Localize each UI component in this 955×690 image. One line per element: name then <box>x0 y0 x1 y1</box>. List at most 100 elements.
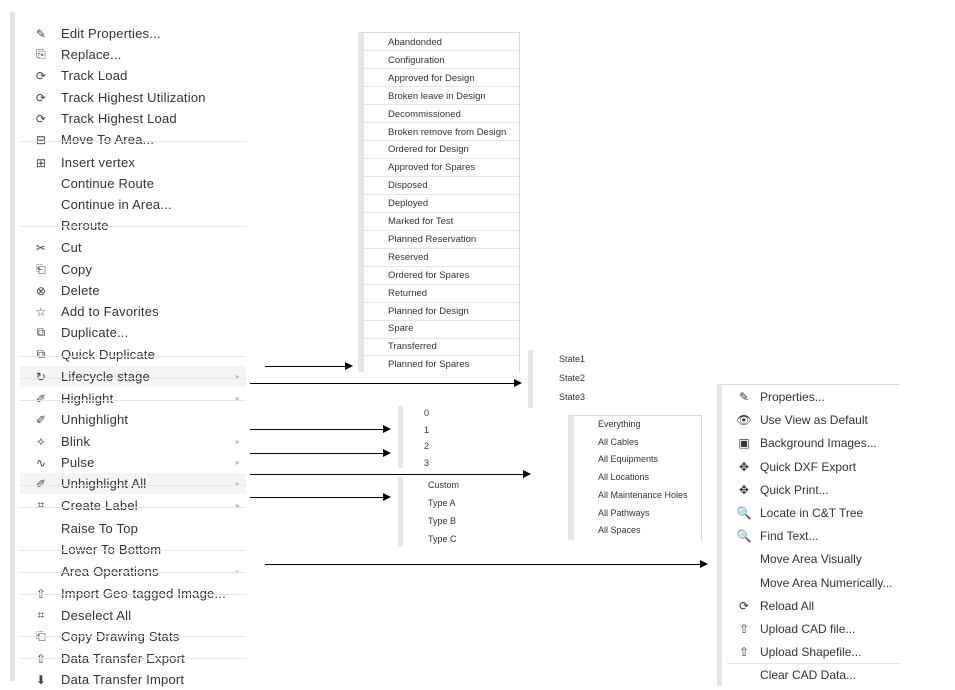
menu-item-delete[interactable]: ⊗Delete <box>20 280 246 301</box>
lifecycle-item-transferred[interactable]: Transferred <box>388 341 437 353</box>
menu-item-continue-in-area[interactable]: Continue in Area... <box>20 194 246 215</box>
menu-separator <box>364 266 519 267</box>
area-item-upload-cad-file[interactable]: ⇧Upload CAD file... <box>727 618 900 640</box>
lifecycle-item-configuration[interactable]: Configuration <box>388 54 445 66</box>
blink-option-2[interactable]: 2 <box>424 441 430 451</box>
blink-option-0[interactable]: 0 <box>424 408 430 418</box>
menu-item-cut[interactable]: ✂Cut <box>20 237 246 258</box>
menu-item-track-highest-load[interactable]: ⟳Track Highest Load <box>20 108 246 129</box>
menu-item-create-label[interactable]: ⌗Create Label▸ <box>20 495 246 516</box>
search-icon: 🔍 <box>736 506 752 520</box>
label-type-custom[interactable]: Custom <box>428 480 460 490</box>
lifecycle-item-planned-for-spares[interactable]: Planned for Spares <box>388 359 470 371</box>
menu-item-insert-vertex[interactable]: ⊞Insert vertex <box>20 152 246 173</box>
plus-box-icon: ⊞ <box>35 155 47 170</box>
area-item-quick-dxf-export[interactable]: ✥Quick DXF Export <box>727 456 900 478</box>
lifecycle-item-decommissioned[interactable]: Decommissioned <box>388 108 461 120</box>
lifecycle-item-ordered-for-spares[interactable]: Ordered for Spares <box>388 269 470 281</box>
area-item-find-text[interactable]: 🔍Find Text... <box>727 525 900 547</box>
menu-item-copy[interactable]: ⎗Copy <box>20 259 246 280</box>
menu-separator <box>20 400 246 401</box>
lifecycle-item-reserved[interactable]: Reserved <box>388 251 429 263</box>
menu-item-area-operations[interactable]: Area Operations▸ <box>20 561 246 582</box>
menu-item-track-load[interactable]: ⟳Track Load <box>20 65 246 86</box>
menu-item-label: Track Highest Load <box>61 111 177 126</box>
lifecycle-item-broken-leave-in-design[interactable]: Broken leave in Design <box>388 90 486 102</box>
menu-item-replace[interactable]: ⎘Replace... <box>20 44 246 65</box>
copy-icon: ⎗ <box>36 262 46 276</box>
area-item-use-view-as-default[interactable]: 👁Use View as Default <box>727 409 900 431</box>
menu-item-unhighlight-all[interactable]: ✐Unhighlight All▸ <box>20 473 246 494</box>
menu-item-track-highest-utilization[interactable]: ⟳Track Highest Utilization <box>20 87 246 108</box>
highlighter-icon: ✐ <box>35 391 47 406</box>
menu-item-deselect-all[interactable]: ⌗Deselect All <box>20 605 246 626</box>
lifecycle-item-disposed[interactable]: Disposed <box>388 180 428 192</box>
menu-item-label: Raise To Top <box>61 521 139 536</box>
unhighlight-all-maintenance-holes[interactable]: All Maintenance Holes <box>598 489 688 500</box>
blink-option-3[interactable]: 3 <box>424 457 430 468</box>
menu-item-label: Continue Route <box>61 176 155 191</box>
lifecycle-item-approved-for-spares[interactable]: Approved for Spares <box>388 162 476 174</box>
area-item-move-area-numerically[interactable]: Move Area Numerically... <box>727 572 900 594</box>
area-item-move-area-visually[interactable]: Move Area Visually <box>727 548 900 570</box>
menu-item-blink[interactable]: ✧Blink▸ <box>20 431 246 452</box>
lifecycle-item-broken-remove-from-design[interactable]: Broken remove from Design <box>388 126 507 138</box>
lifecycle-item-returned[interactable]: Returned <box>388 287 428 299</box>
unhighlight-everything[interactable]: Everything <box>598 419 641 429</box>
lifecycle-item-marked-for-test[interactable]: Marked for Test <box>388 216 454 227</box>
unhighlight-all-cables[interactable]: All Cables <box>598 436 639 447</box>
arrowhead-icon <box>514 379 522 387</box>
label-type-type-b[interactable]: Type B <box>428 516 457 526</box>
unhighlight-all-pathways[interactable]: All Pathways <box>598 507 650 518</box>
highlight-state-state1[interactable]: State1 <box>559 354 586 364</box>
lifecycle-item-planned-reservation[interactable]: Planned Reservation <box>388 233 477 245</box>
lifecycle-item-approved-for-design[interactable]: Approved for Design <box>388 72 475 84</box>
menu-separator <box>20 378 246 379</box>
area-item-reload-all[interactable]: ⟳Reload All <box>727 595 900 617</box>
menu-item-data-transfer-import[interactable]: ⬇Data Transfer Import <box>20 669 246 690</box>
menu-item-label: Delete <box>61 283 100 298</box>
label-type-type-c[interactable]: Type C <box>428 534 457 544</box>
highlight-state-state3[interactable]: State3 <box>559 392 586 402</box>
label-type-type-a[interactable]: Type A <box>428 498 456 508</box>
menu-item-raise-to-top[interactable]: Raise To Top <box>20 518 246 539</box>
menu-item-highlight[interactable]: ✐Highlight▸ <box>20 388 246 409</box>
menu-item-continue-route[interactable]: Continue Route <box>20 173 246 194</box>
submenu-arrow-icon: ▸ <box>235 501 240 510</box>
menu-item-reroute[interactable]: Reroute <box>20 215 246 236</box>
arrowhead-icon <box>523 470 531 478</box>
highlight-state-state2[interactable]: State2 <box>559 373 586 383</box>
area-item-upload-shapefile[interactable]: ⇧Upload Shapefile... <box>727 641 900 663</box>
blink-icon: ✧ <box>35 434 47 449</box>
lifecycle-item-deployed[interactable]: Deployed <box>388 198 429 210</box>
unhighlight-all-locations[interactable]: All Locations <box>598 472 650 483</box>
area-item-properties[interactable]: ✎Properties... <box>727 386 900 408</box>
tag-icon: ⌗ <box>37 608 45 622</box>
area-item-background-images[interactable]: ▣Background Images... <box>727 432 900 454</box>
menu-item-label: Unhighlight <box>61 412 129 427</box>
lifecycle-item-planned-for-design[interactable]: Planned for Design <box>388 305 469 317</box>
menu-item-add-to-favorites[interactable]: ☆Add to Favorites <box>20 301 246 322</box>
menu-item-import-geo-tagged-image[interactable]: ⇧Import Geo-tagged Image... <box>20 583 246 604</box>
area-item-quick-print[interactable]: ✥Quick Print... <box>727 479 900 501</box>
unhighlight-all-equipments[interactable]: All Equipments <box>598 454 659 465</box>
lifecycle-item-spare[interactable]: Spare <box>388 323 414 335</box>
menu-item-lower-to-bottom[interactable]: Lower To Bottom <box>20 539 246 560</box>
menu-separator <box>20 226 246 227</box>
blink-option-1[interactable]: 1 <box>424 424 430 435</box>
area-item-locate-in-c-t-tree[interactable]: 🔍Locate in C&T Tree <box>727 502 900 524</box>
menu-item-edit-properties[interactable]: ✎Edit Properties... <box>20 23 246 44</box>
menu-item-duplicate[interactable]: ⧉Duplicate... <box>20 322 246 343</box>
menu-item-unhighlight[interactable]: ✐Unhighlight <box>20 409 246 430</box>
menu-separator <box>20 485 246 486</box>
unhighlight-all-spaces[interactable]: All Spaces <box>598 525 641 536</box>
menu-item-lifecycle-stage[interactable]: ↻Lifecycle stage▸ <box>20 366 246 387</box>
lifecycle-item-abandonded[interactable]: Abandonded <box>388 37 442 48</box>
menu-item-quick-duplicate[interactable]: ⧉Quick Duplicate <box>20 344 246 365</box>
menu-separator <box>364 86 519 87</box>
area-item-clear-cad-data[interactable]: Clear CAD Data... <box>727 664 900 686</box>
menu-item-pulse[interactable]: ∿Pulse▸ <box>20 452 246 473</box>
menu-item-move-to-area[interactable]: ⊟Move To Area... <box>20 129 246 150</box>
lifecycle-item-ordered-for-design[interactable]: Ordered for Design <box>388 144 469 156</box>
submenu-arrow-icon: ▸ <box>235 458 240 467</box>
